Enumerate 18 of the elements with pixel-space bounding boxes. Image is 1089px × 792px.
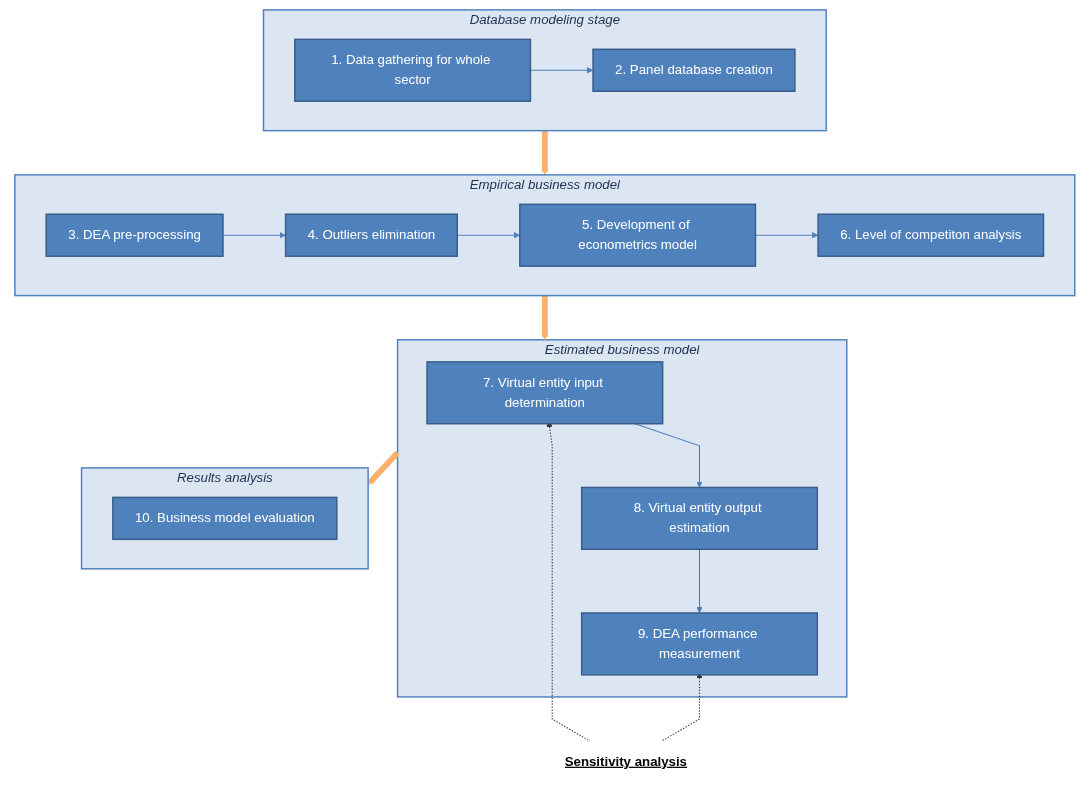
node-box: 8. Virtual entity output estimation bbox=[580, 486, 818, 550]
node-box: 3. DEA pre-processing bbox=[45, 213, 224, 257]
node-box: 10. Business model evaluation bbox=[111, 496, 338, 540]
node-text: Sensitivity analysis bbox=[564, 753, 687, 769]
node-box: 7. Virtual entity input determination bbox=[425, 360, 664, 424]
node-box: 9. DEA performance measurement bbox=[580, 611, 818, 676]
arrow bbox=[222, 231, 286, 238]
node-box: 2. Panel database creation bbox=[591, 48, 796, 92]
arrow bbox=[541, 130, 548, 175]
arrow bbox=[695, 548, 703, 613]
node-box: 6. Level of competiton analysis bbox=[816, 213, 1044, 257]
node-box: 1. Data gathering for whole sector bbox=[293, 38, 531, 102]
arrow bbox=[541, 295, 548, 340]
arrow bbox=[634, 422, 703, 488]
arrow bbox=[367, 450, 400, 485]
node-box: 4. Outliers elimination bbox=[284, 213, 458, 257]
node-box: 5. Development of econometrics model bbox=[518, 203, 756, 267]
arrow bbox=[456, 231, 520, 238]
